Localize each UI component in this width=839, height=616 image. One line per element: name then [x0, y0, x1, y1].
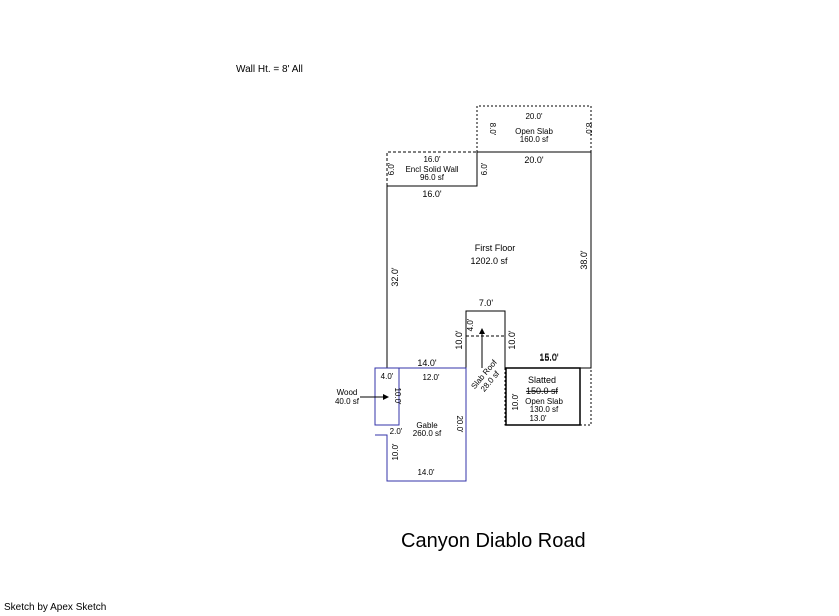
area-open-slab-bottom: 130.0 sf [530, 405, 559, 414]
area-wood: 40.0 sf [335, 397, 360, 406]
label-slatted: Slatted [528, 375, 556, 385]
dim-encl-left: 6.0' [387, 162, 396, 175]
dim-encl-top: 16.0' [423, 155, 441, 164]
dim-ff-bottom-right-b: 15.0' [539, 353, 559, 363]
slab-roof-arrowhead [479, 328, 485, 334]
street-name: Canyon Diablo Road [401, 530, 586, 552]
open-slab-top: 20.0' Open Slab 160.0 sf 8.0' 8.0' [476, 105, 593, 152]
dim-open-slab-top-width: 20.0' [525, 112, 543, 121]
slab-roof: 4.0' Slab Roof 28.0 sf [465, 310, 506, 393]
dim-gable-right: 20.0' [455, 415, 464, 433]
area-slatted: 150.0 sf [526, 386, 559, 396]
dim-ff-top-left: 16.0' [422, 189, 442, 199]
dim-gable-left: 10.0' [391, 443, 400, 461]
wood-arrowhead [383, 394, 389, 400]
open-slab-bottom: Open Slab 130.0 sf 13.0' 10.0' [505, 367, 581, 426]
encl-solid-wall: 16.0' Encl Solid Wall 96.0 sf 6.0' 6.0' [386, 151, 489, 186]
dim-slab-bottom: 13.0' [529, 414, 547, 423]
dim-slab-inner-left: 10.0' [511, 393, 520, 411]
footer-credit: Sketch by Apex Sketch [4, 602, 107, 613]
dim-ff-right: 38.0' [579, 250, 589, 270]
label-wood: Wood [337, 388, 358, 397]
area-first-floor: 1202.0 sf [470, 256, 508, 266]
first-floor: 16.0' 20.0' First Floor 1202.0 sf 32.0' … [386, 151, 592, 369]
dim-encl-right: 6.0' [480, 162, 489, 175]
dim-open-slab-top-left: 8.0' [488, 123, 497, 136]
wall-height-note: Wall Ht. = 8' All [236, 64, 303, 75]
label-gable: Gable [416, 421, 438, 430]
dim-ff-bottom-right-a: 15.0' [539, 352, 559, 362]
dim-ff-top-right: 20.0' [524, 155, 544, 165]
dim-gable-bottom: 14.0' [417, 468, 435, 477]
label-open-slab-top: Open Slab [515, 127, 553, 136]
dim-notch-inner: 4.0' [466, 318, 475, 331]
label-first-floor: First Floor [475, 243, 516, 253]
dim-notch-top: 7.0' [479, 298, 494, 308]
dim-notch-right: 10.0' [507, 330, 517, 350]
wood-callout: Wood 40.0 sf [335, 388, 389, 406]
dim-ff-left: 32.0' [390, 267, 400, 287]
gable: 12.0' Gable 260.0 sf 2.0' 20.0' 10.0' 14… [374, 367, 467, 482]
dim-open-slab-top-right: 8.0' [584, 123, 593, 136]
area-open-slab-top: 160.0 sf [520, 135, 549, 144]
area-encl-solid-wall: 96.0 sf [420, 173, 445, 182]
dim-gable-notch: 2.0' [390, 427, 403, 436]
dim-notch-left: 10.0' [454, 330, 464, 350]
area-gable: 260.0 sf [413, 429, 442, 438]
dim-wood-side: 10.0' [393, 387, 402, 405]
dim-wood-top: 4.0' [381, 372, 394, 381]
label-encl-solid-wall: Encl Solid Wall [405, 165, 458, 174]
dim-ff-bottom-left: 14.0' [417, 358, 437, 368]
label-open-slab-bottom: Open Slab [525, 397, 563, 406]
dim-gable-top: 12.0' [422, 373, 440, 382]
